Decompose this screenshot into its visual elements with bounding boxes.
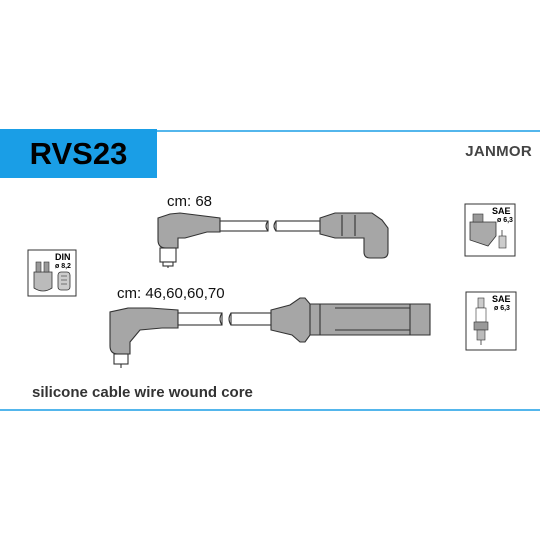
cable-1-drawing	[157, 212, 389, 268]
cable-1-length-label: cm: 68	[167, 193, 213, 210]
sae-coil-standard-label: SAE	[492, 206, 511, 216]
brand-name: JANMOR	[465, 143, 532, 160]
sae-plug-connector-icon	[465, 291, 517, 351]
product-description: silicone cable wire wound core	[32, 384, 253, 401]
sae-coil-connector-icon	[464, 203, 516, 257]
sae-plug-diameter-label: ø 6,3	[494, 305, 510, 312]
din-diameter-label: ø 8,2	[55, 263, 71, 270]
product-code-badge: RVS23	[0, 129, 157, 178]
din-standard-label: DIN	[55, 252, 71, 262]
cable-2-drawing	[109, 297, 431, 368]
sae-coil-diameter-label: ø 6,3	[497, 217, 513, 224]
din-connector-icon	[27, 249, 77, 297]
sae-plug-standard-label: SAE	[492, 294, 511, 304]
cable-2-length-label: cm: 46,60,60,70	[117, 285, 225, 302]
